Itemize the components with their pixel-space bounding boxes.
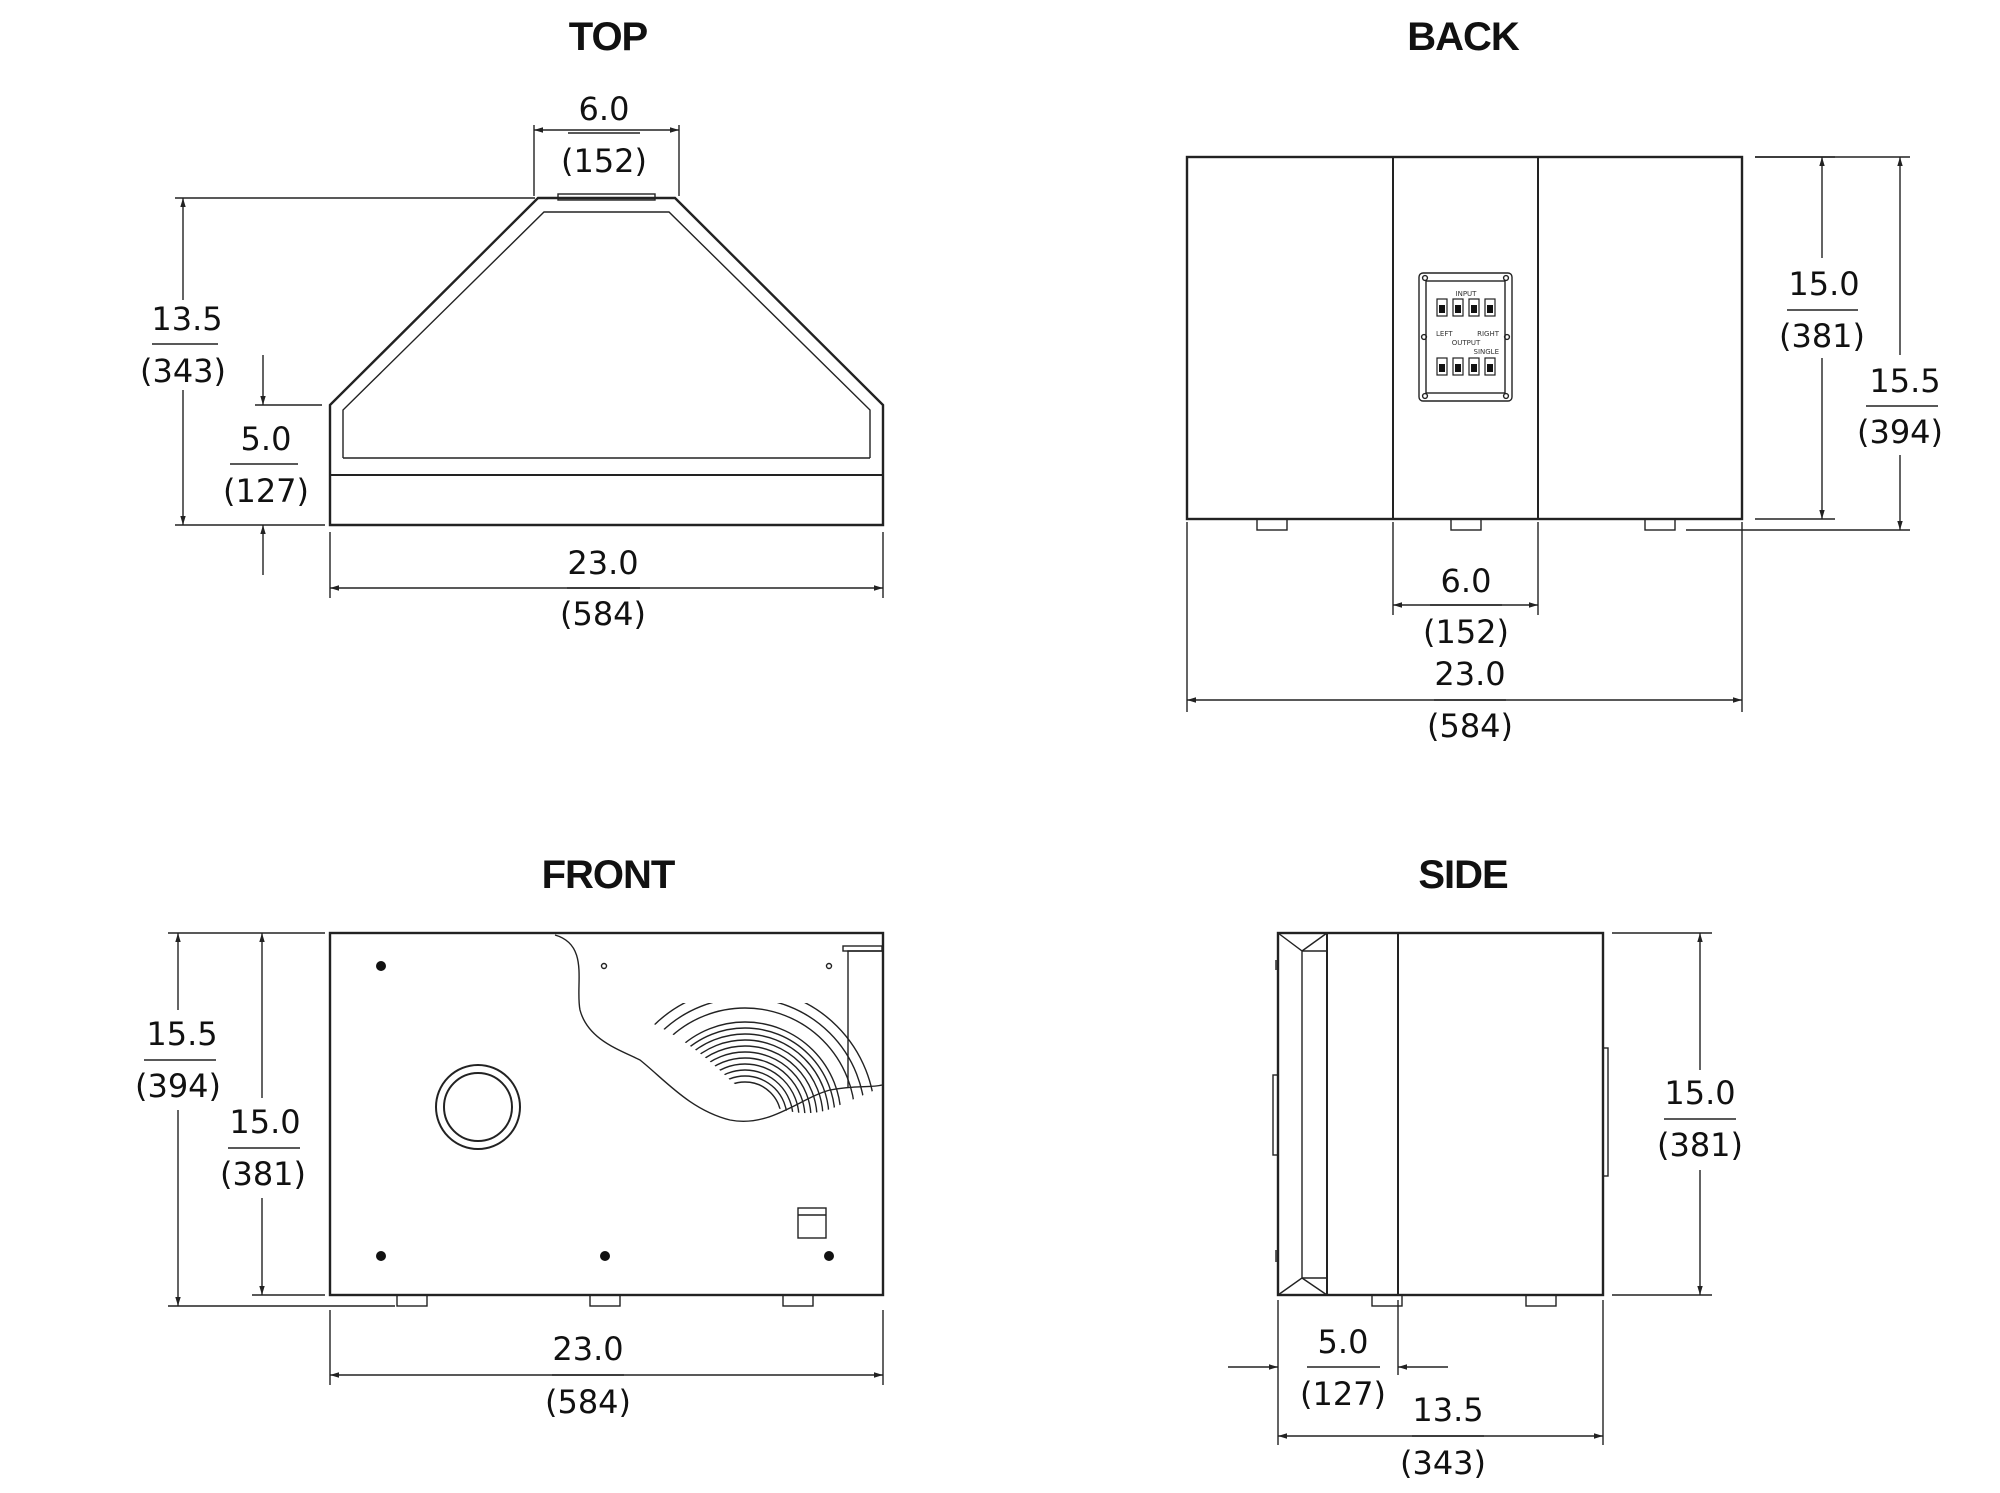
side-foot-rear (1525, 1294, 1557, 1307)
top-depth-inches: 13.5 (151, 300, 222, 338)
front-total-height-mm: (394) (135, 1067, 221, 1105)
back-view: BACK (1185, 15, 1943, 745)
front-view-title: FRONT (542, 853, 675, 897)
top-overall-width-inches: 23.0 (567, 544, 638, 582)
plate-label-input: INPUT (1456, 290, 1478, 298)
top-view-outline (328, 193, 885, 527)
plate-label-right: RIGHT (1477, 330, 1500, 338)
back-panel-width-mm: (152) (1423, 613, 1509, 651)
top-overall-width-mm: (584) (560, 595, 646, 633)
back-view-outline (1185, 155, 1744, 531)
bass-port (435, 1064, 521, 1150)
top-front-depth-inches: 5.0 (241, 420, 292, 458)
back-width-mm: (584) (1427, 707, 1513, 745)
back-foot-left (1256, 518, 1288, 531)
front-width-mm: (584) (545, 1383, 631, 1421)
side-depth-mm: (343) (1400, 1444, 1486, 1482)
plate-label-single: SINGLE (1474, 348, 1500, 356)
back-cabinet-height-dimension: 15.0 (381) (1755, 156, 1865, 520)
top-width-inches: 6.0 (579, 90, 630, 128)
connector-plate: INPUT LEFT RIGHT OUTPUT SINGLE (1418, 272, 1513, 402)
plate-label-output: OUTPUT (1452, 339, 1481, 347)
back-view-title: BACK (1407, 15, 1520, 59)
front-view-outline (328, 931, 885, 1307)
front-cabinet-height-inches: 15.0 (229, 1103, 300, 1141)
side-view: SIDE 15.0 (381) (1228, 853, 1743, 1482)
top-depth-mm: (343) (140, 352, 226, 390)
back-total-height-inches: 15.5 (1869, 362, 1940, 400)
top-view-title: TOP (569, 15, 648, 59)
side-height-inches: 15.0 (1664, 1074, 1735, 1112)
front-cabinet-height-mm: (381) (220, 1155, 306, 1193)
logo-badge (797, 1207, 827, 1239)
front-cabinet-height-dimension: 15.0 (381) (220, 933, 325, 1296)
back-foot-right (1644, 518, 1676, 531)
side-view-outline (1272, 931, 1609, 1307)
front-foot-center (589, 1294, 621, 1307)
front-foot-left (396, 1294, 428, 1307)
top-view: TOP 6.0 (152) 13.5 (343) (140, 15, 885, 633)
front-total-height-inches: 15.5 (146, 1015, 217, 1053)
side-depth-inches: 13.5 (1412, 1391, 1483, 1429)
back-cabinet-height-mm: (381) (1779, 317, 1865, 355)
side-front-depth-mm: (127) (1300, 1375, 1386, 1413)
top-width-dimension: 6.0 (152) (533, 90, 680, 196)
side-height-dimension: 15.0 (381) (1612, 932, 1743, 1296)
front-view: FRONT (135, 853, 885, 1421)
top-front-depth-dimension: 5.0 (127) (223, 355, 322, 575)
back-total-height-mm: (394) (1857, 413, 1943, 451)
back-width-dimension: 23.0 (584) (1186, 522, 1743, 745)
front-width-dimension: 23.0 (584) (329, 1310, 884, 1421)
front-foot-right (782, 1294, 814, 1307)
front-total-height-dimension: 15.5 (394) (135, 932, 395, 1307)
plate-label-left: LEFT (1436, 330, 1453, 338)
side-front-depth-inches: 5.0 (1318, 1323, 1369, 1361)
top-width-overall-dimension: 23.0 (584) (329, 532, 884, 633)
back-foot-center (1450, 518, 1482, 531)
back-width-inches: 23.0 (1434, 655, 1505, 693)
input-terminals (1436, 298, 1496, 317)
front-width-inches: 23.0 (552, 1330, 623, 1368)
side-depth-dimension: 13.5 (343) (1278, 1300, 1604, 1482)
back-panel-width-inches: 6.0 (1441, 562, 1492, 600)
back-total-height-dimension: 15.5 (394) (1686, 156, 1943, 531)
side-height-mm: (381) (1657, 1126, 1743, 1164)
top-front-depth-mm: (127) (223, 472, 309, 510)
side-view-title: SIDE (1418, 853, 1508, 897)
output-terminals (1436, 357, 1496, 376)
top-width-mm: (152) (561, 142, 647, 180)
back-cabinet-height-inches: 15.0 (1788, 265, 1859, 303)
top-depth-dimension: 13.5 (343) (140, 197, 535, 526)
back-panel-width-dimension: 6.0 (152) (1392, 522, 1539, 651)
woofer-cone (614, 1003, 876, 1114)
side-front-depth-dimension: 5.0 (127) (1228, 1300, 1448, 1445)
side-foot-front (1371, 1294, 1403, 1307)
